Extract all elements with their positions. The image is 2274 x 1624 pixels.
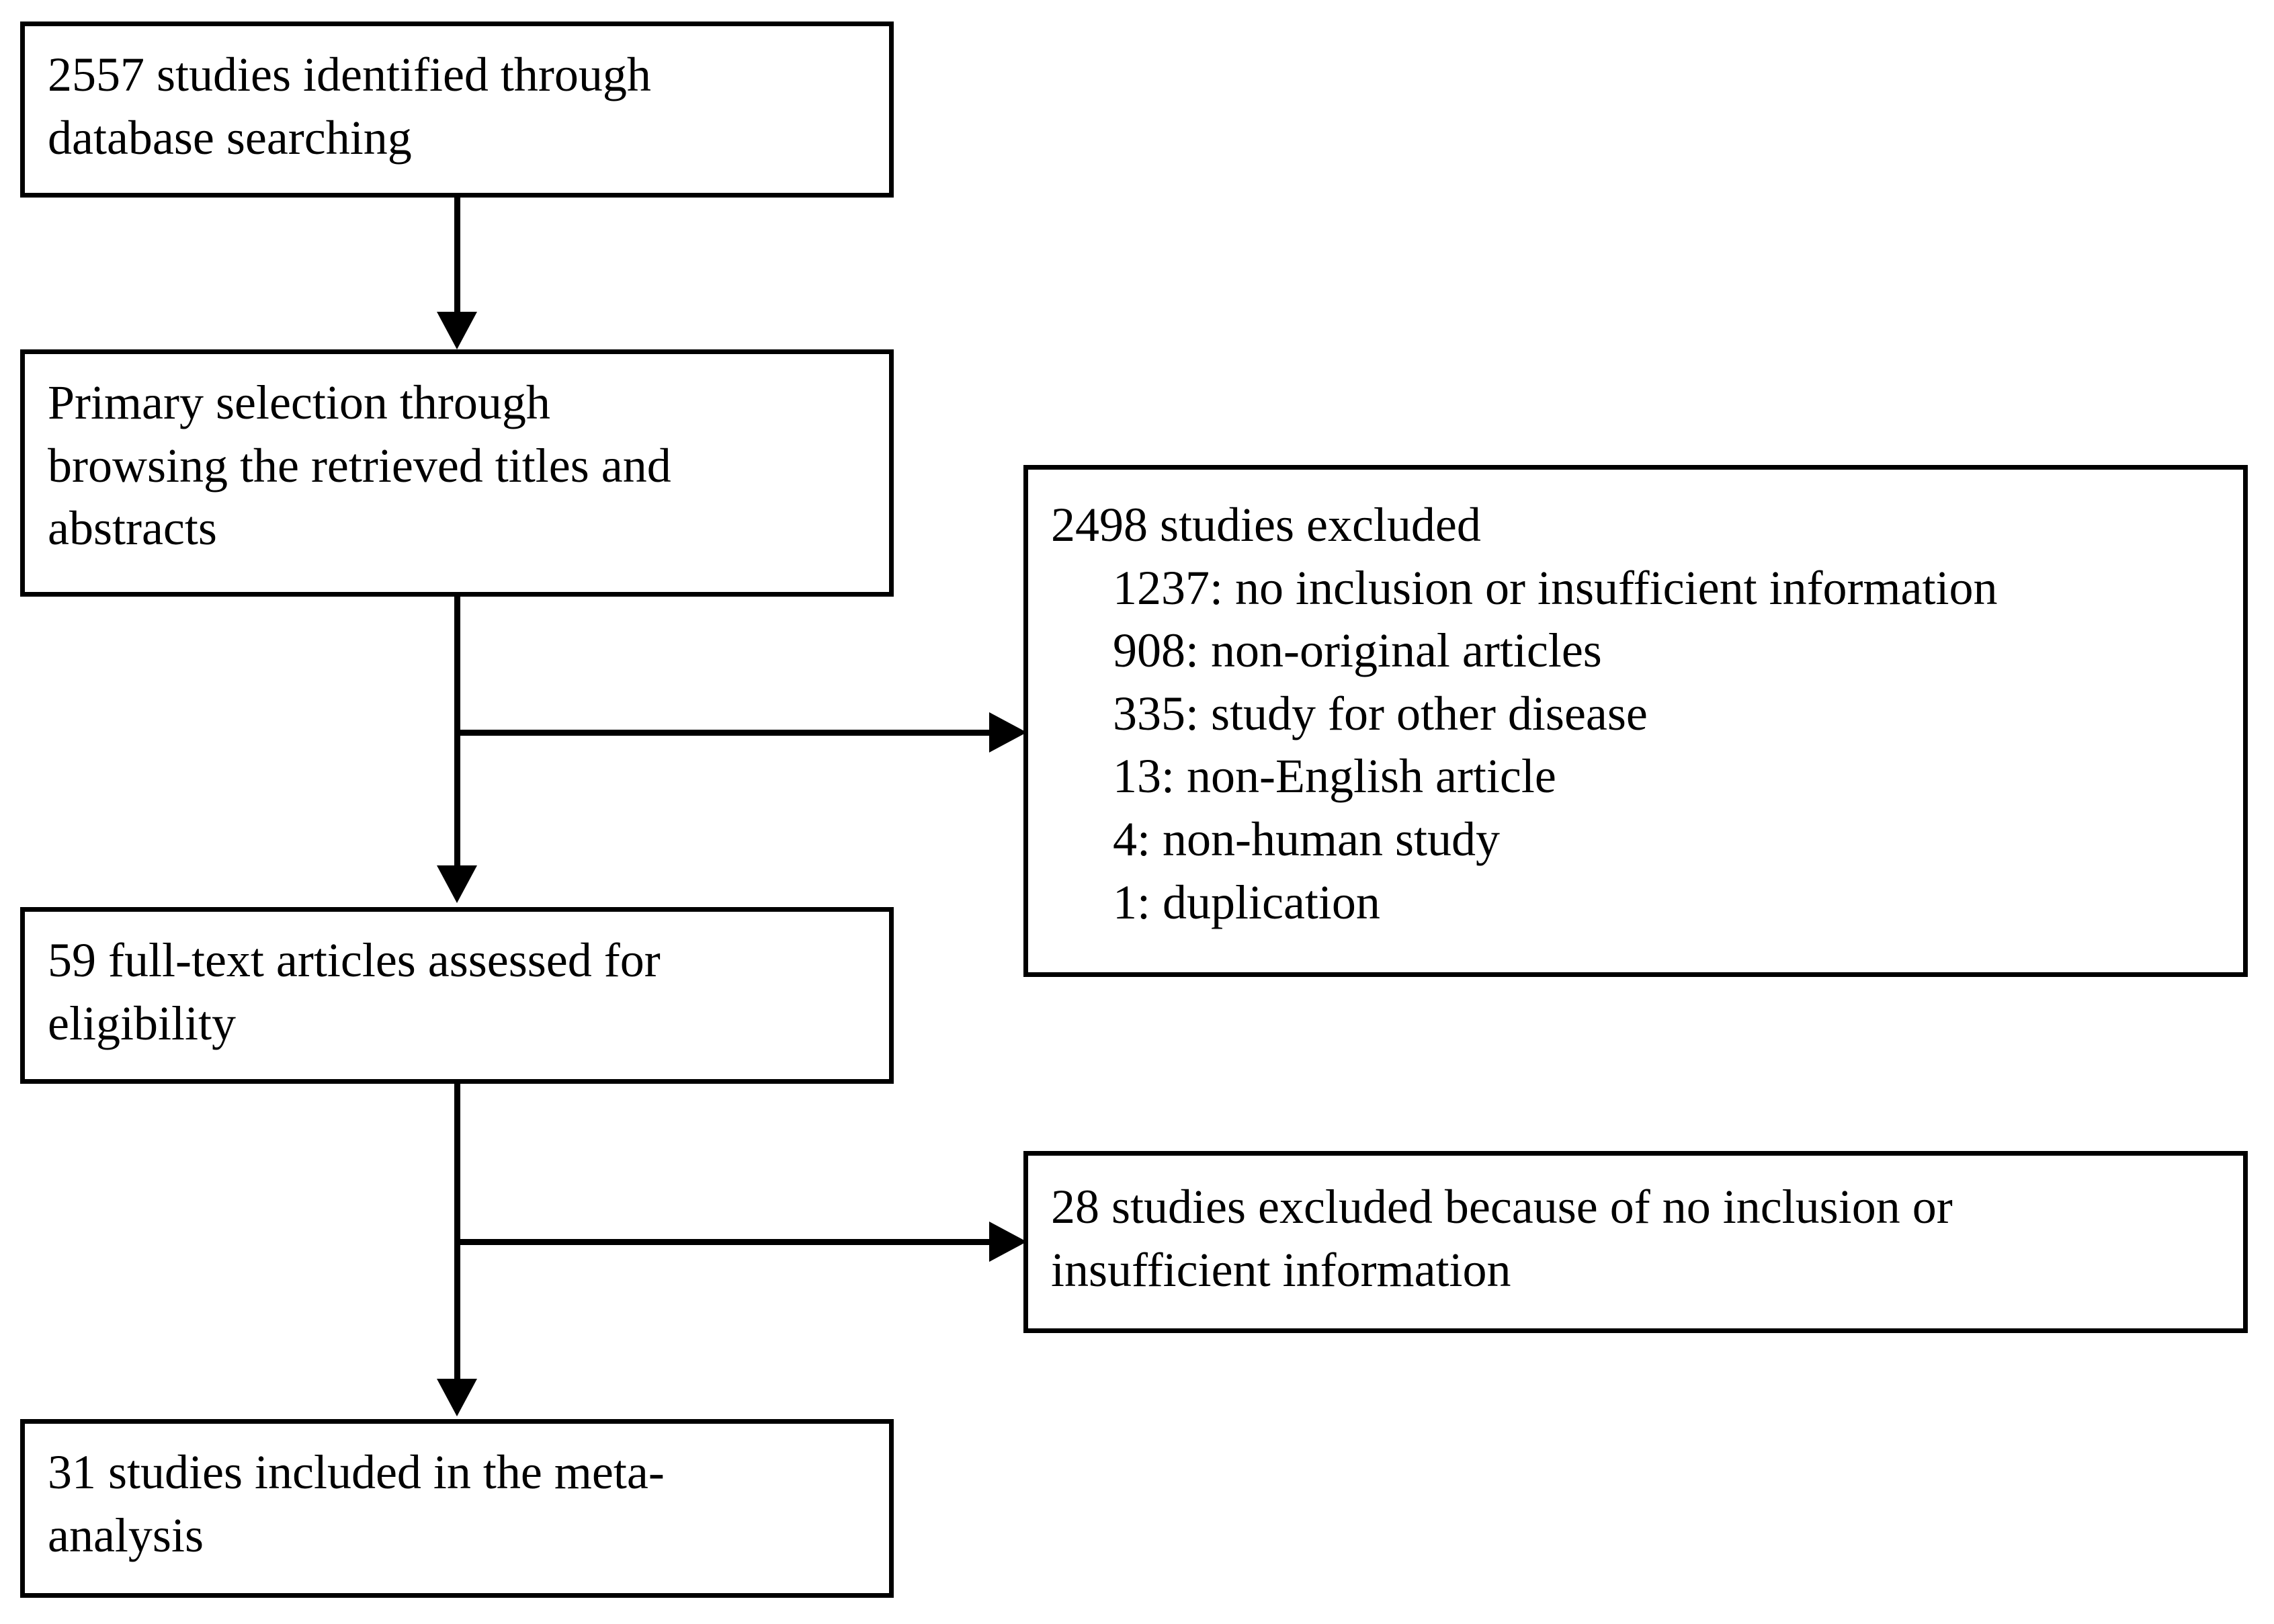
box-fulltext-assessed-line-2: eligibility (48, 996, 236, 1050)
box-fulltext-assessed-line-1: 59 full-text articles assessed for (48, 933, 661, 987)
arrow-down-icon-to-primary (437, 312, 477, 349)
box-studies-identified-line-2: database searching (48, 110, 412, 165)
list-item: 335: study for other disease (1113, 686, 1648, 740)
list-item: 1: duplication (1113, 875, 1380, 929)
box-primary-selection: Primary selection through browsing the r… (20, 349, 894, 597)
connector-fulltext-to-included (454, 1083, 460, 1383)
box-included-meta-analysis-line-1: 31 studies included in the meta- (48, 1445, 665, 1499)
connector-to-excluded-screening (457, 730, 995, 736)
list-item: 1237: no inclusion or insufficient infor… (1113, 560, 1998, 615)
box-excluded-eligibility-line-1: 28 studies excluded because of no inclus… (1051, 1180, 1953, 1234)
arrow-right-icon-to-excluded-screening (989, 712, 1027, 753)
box-included-meta-analysis: 31 studies included in the meta- analysi… (20, 1419, 894, 1598)
box-primary-selection-line-1: Primary selection through (48, 376, 550, 429)
box-excluded-eligibility: 28 studies excluded because of no inclus… (1023, 1151, 2248, 1333)
connector-to-excluded-eligibility (457, 1239, 995, 1245)
box-fulltext-assessed: 59 full-text articles assessed for eligi… (20, 907, 894, 1084)
box-primary-selection-line-3: abstracts (48, 501, 217, 556)
box-excluded-screening: 2498 studies excluded 1237: no inclusion… (1023, 465, 2248, 977)
connector-identified-to-primary (454, 197, 460, 316)
box-included-meta-analysis-line-2: analysis (48, 1508, 204, 1562)
arrow-right-icon-to-excluded-eligibility (989, 1222, 1027, 1262)
arrow-down-icon-to-included (437, 1379, 477, 1416)
list-item: 908: non-original articles (1113, 624, 1602, 678)
excluded-screening-heading: 2498 studies excluded (1051, 498, 1481, 552)
box-studies-identified-line-1: 2557 studies identified through (48, 48, 651, 101)
box-primary-selection-line-2: browsing the retrieved titles and (48, 438, 671, 493)
list-item: 13: non-English article (1113, 749, 1556, 804)
box-studies-identified: 2557 studies identified through database… (20, 22, 894, 198)
list-item: 4: non-human study (1113, 812, 1500, 866)
arrow-down-icon-to-fulltext (437, 865, 477, 903)
box-excluded-eligibility-line-2: insufficient information (1051, 1242, 1511, 1297)
excluded-screening-reason-list: 1237: no inclusion or insufficient infor… (1051, 557, 2220, 935)
